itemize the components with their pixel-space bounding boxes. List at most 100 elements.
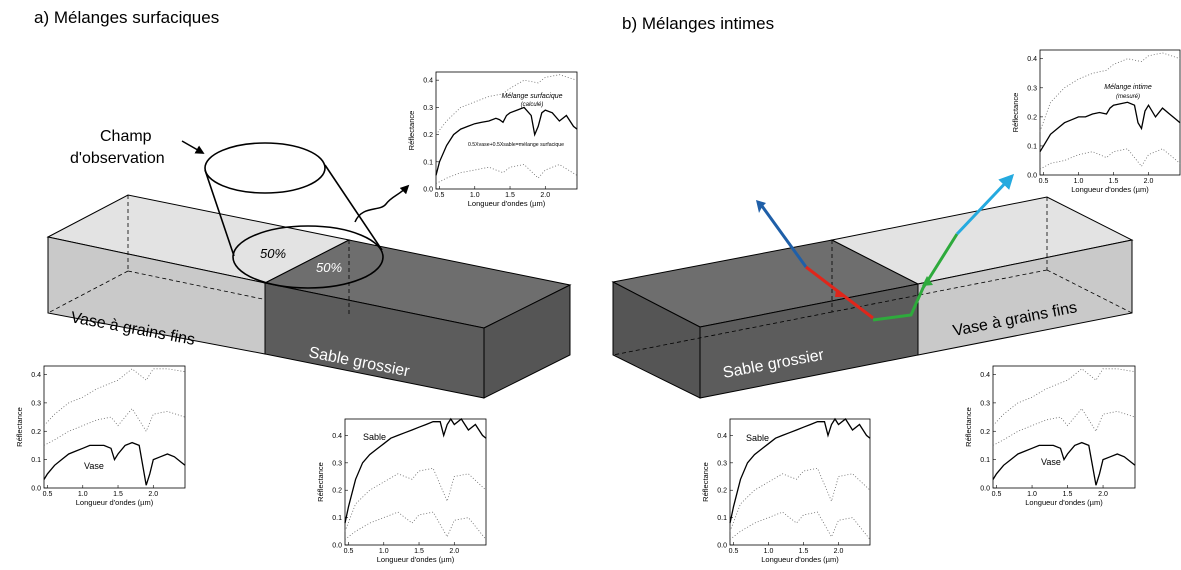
y-tick-label: 0.3 [332,460,342,467]
series-line-main [435,106,578,176]
x-tick-label: 0.5 [43,491,53,498]
light-ray [756,173,1015,322]
y-tick-label: 0.1 [31,457,41,464]
series-line-dotted-1 [43,368,186,426]
ray-cyan [955,173,1015,236]
mix-intimate-sub: (mesuré) [1116,94,1140,100]
y-axis-label: Réflectance [316,462,325,502]
series-line-dotted-1 [992,368,1136,426]
mix-surface-formula: 0.5Xvase+0.5Xsable=mélange surfacique [468,142,564,148]
y-tick-label: 0.4 [332,433,342,440]
y-axis-label: Réflectance [407,111,416,151]
x-tick-label: 1.0 [1027,491,1037,498]
y-tick-label: 0.1 [423,159,433,166]
y-tick-label: 0.2 [1027,114,1037,121]
series-line-dotted-1 [344,467,487,532]
block-mud-left-a [46,194,351,355]
y-tick-label: 0.2 [980,429,990,436]
x-tick-label: 2.0 [449,548,459,555]
pct-right: 50% [316,260,342,275]
plot-frame [43,365,186,489]
curve-arrow [354,184,410,223]
x-tick-label: 0.5 [435,192,445,199]
y-tick-label: 0.0 [31,486,41,493]
y-axis-label: Réflectance [15,407,24,447]
y-tick-label: 0.2 [31,429,41,436]
x-tick-label: 1.5 [1063,491,1073,498]
series-line-dotted-2 [1039,148,1181,170]
series-line-main [1039,101,1181,153]
x-tick-label: 2.0 [834,548,844,555]
mud-label-right: Vase [1041,457,1061,467]
x-tick-label: 1.5 [799,548,809,555]
field-arrow [181,140,205,154]
mud-label-left: Vase [84,461,104,471]
y-tick-label: 0.3 [31,400,41,407]
block-mud-right-b [830,196,1134,356]
field-label-2: d'observation [70,150,165,167]
ray-red-arrowhead [835,290,846,297]
y-tick-label: 0.3 [717,460,727,467]
series-line-dotted-1 [1039,52,1181,132]
y-tick-label: 0.2 [717,488,727,495]
x-axis-label: Longueur d'ondes (µm) [377,555,455,564]
title-b: b) Mélanges intimes [622,14,775,33]
mix-surface-sub: (calculé) [521,102,544,108]
x-tick-label: 0.5 [729,548,739,555]
x-tick-label: 1.5 [505,192,515,199]
mix-surface-title: Mélange surfacique [501,93,562,100]
block-mud-front-b [917,239,1133,356]
mix-intimate-title: Mélange intime [1104,84,1152,91]
plot-frame [344,418,487,546]
series-line-main [992,441,1136,486]
series-line-main [344,417,487,524]
x-tick-label: 1.0 [379,548,389,555]
y-tick-label: 0.0 [1027,173,1037,180]
x-tick-label: 1.5 [414,548,424,555]
plot-frame [729,418,871,546]
x-tick-label: 1.5 [1109,178,1119,185]
y-tick-label: 0.3 [1027,85,1037,92]
plot-frame [1039,49,1181,176]
series-line-dotted-2 [344,511,487,540]
y-tick-label: 0.4 [980,372,990,379]
y-tick-label: 0.1 [332,515,342,522]
y-tick-label: 0.0 [980,486,990,493]
x-axis-label: Longueur d'ondes (µm) [1071,185,1149,194]
series-line-dotted-2 [43,407,186,446]
x-tick-label: 0.5 [344,548,354,555]
x-tick-label: 0.5 [1039,178,1049,185]
plot-frame [992,365,1136,489]
y-tick-label: 0.1 [717,515,727,522]
y-tick-label: 0.1 [980,457,990,464]
y-tick-label: 0.3 [423,105,433,112]
y-axis-label: Réflectance [964,407,973,447]
field-label-1: Champ [100,128,152,145]
ray-green [872,233,959,322]
y-tick-label: 0.4 [423,78,433,85]
y-axis-label: Réflectance [701,462,710,502]
x-axis-label: Longueur d'ondes (µm) [468,199,546,208]
y-tick-label: 0.4 [717,433,727,440]
x-tick-label: 2.0 [1098,491,1108,498]
x-axis-label: Longueur d'ondes (µm) [76,498,154,507]
pct-left: 50% [260,246,286,261]
x-axis-label: Longueur d'ondes (µm) [1025,498,1103,507]
series-line-dotted-1 [729,467,871,532]
y-tick-label: 0.2 [423,132,433,139]
observation-cylinder [204,142,384,289]
sand-label-right: Sable [746,433,769,443]
ray-green-arrowhead [922,276,933,286]
y-tick-label: 0.0 [332,543,342,550]
y-tick-label: 0.1 [1027,143,1037,150]
ray-blue [760,205,808,268]
x-tick-label: 2.0 [540,192,550,199]
y-tick-label: 0.4 [31,372,41,379]
sand-label-center: Sable [363,432,386,442]
